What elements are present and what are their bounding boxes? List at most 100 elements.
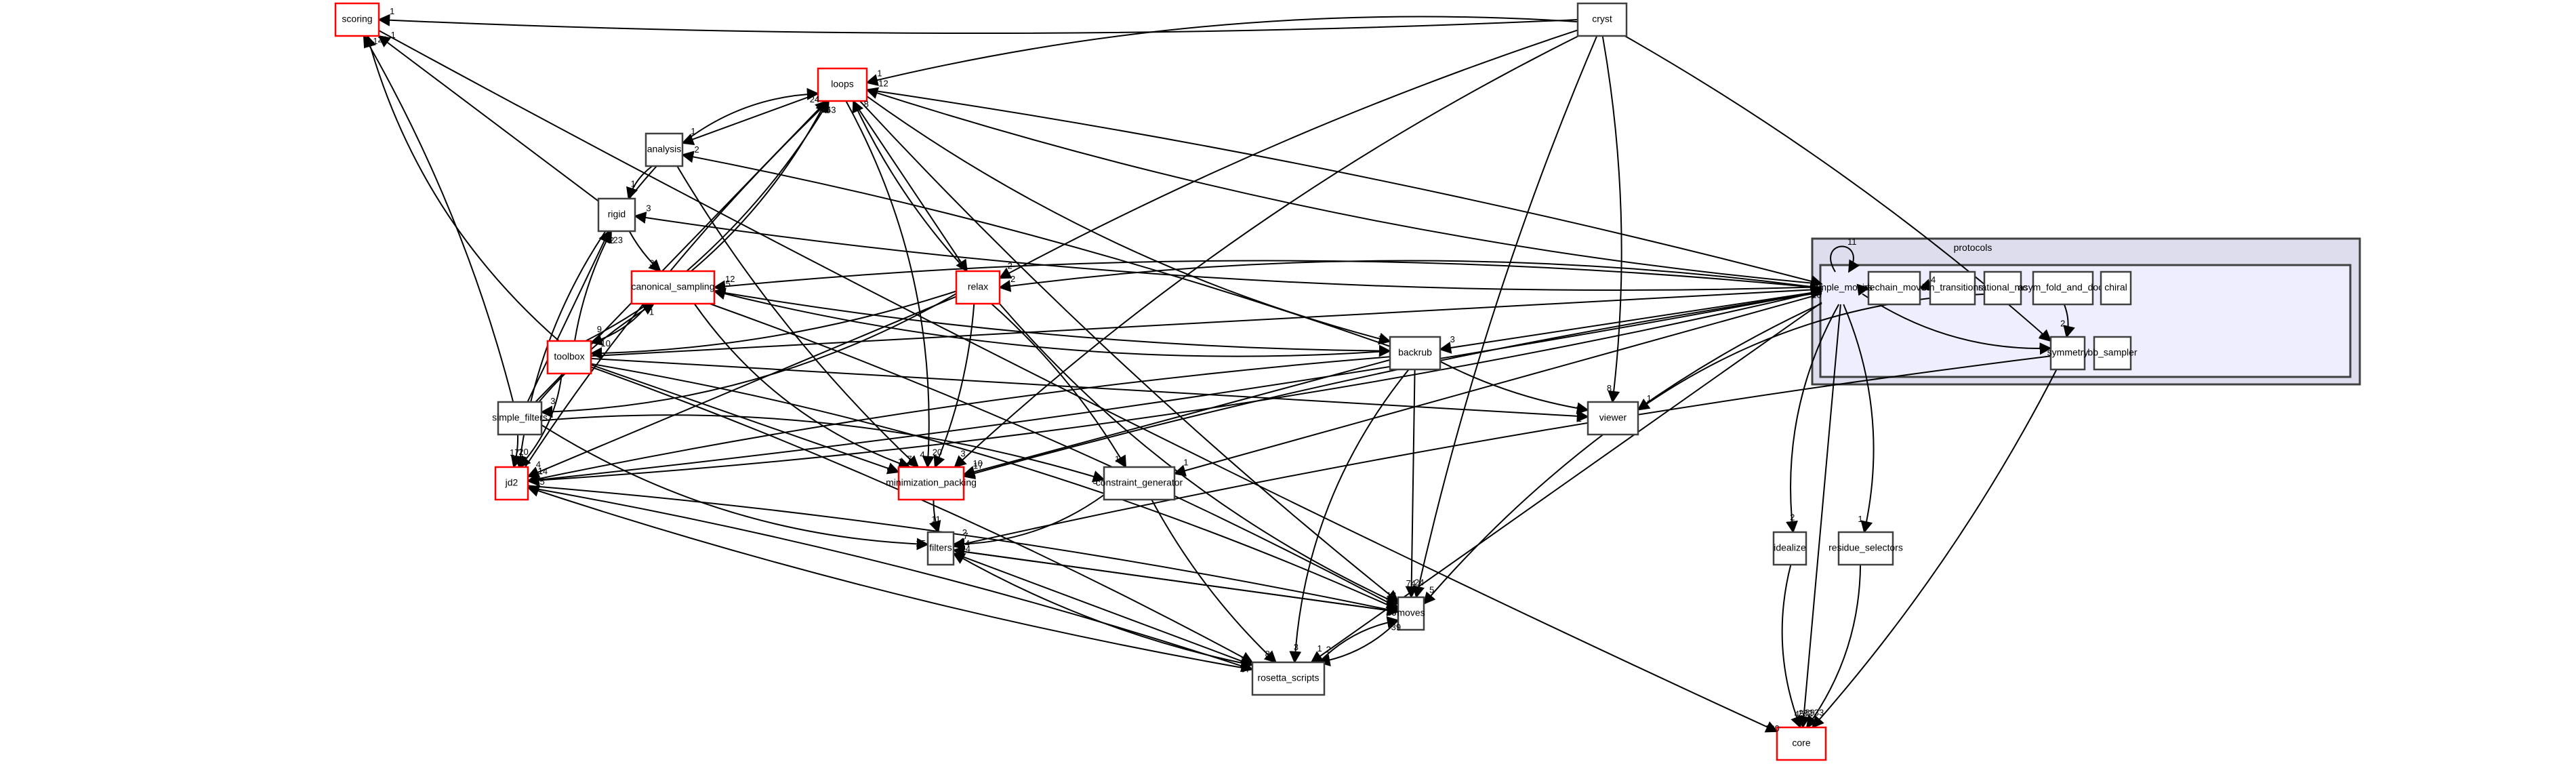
edge-rigid-to-scoring[interactable] bbox=[377, 35, 599, 202]
node-moves[interactable]: moves bbox=[1397, 596, 1425, 631]
edge-label-filters-to-moves[interactable]: 65 bbox=[1387, 607, 1396, 618]
edge-toolbox-to-rigid[interactable] bbox=[574, 230, 612, 342]
edge-rigid-to-canonical_sampling[interactable] bbox=[628, 230, 661, 273]
edge-label-loops-to-backrub[interactable]: 1 bbox=[1378, 334, 1383, 344]
node-label[interactable]: backrub bbox=[1398, 347, 1432, 358]
edge-simple_moves-to-idealize[interactable] bbox=[1786, 304, 1840, 534]
edge-loops-to-relax[interactable] bbox=[853, 100, 968, 273]
edge-relax-to-moves[interactable] bbox=[999, 303, 1399, 605]
node-relax[interactable]: relax bbox=[955, 270, 1001, 305]
node-label[interactable]: viewer bbox=[1599, 412, 1627, 423]
node-box[interactable] bbox=[1251, 661, 1326, 696]
edge-label-loops-to-minimization_packing[interactable]: 4 bbox=[920, 449, 924, 460]
edge-label-filters-to-rosetta_scripts[interactable]: 1 bbox=[1240, 658, 1245, 668]
edge-label-simple_moves-to-minimization_packing[interactable]: 17 bbox=[973, 461, 983, 471]
node-label[interactable]: chiral bbox=[2104, 282, 2127, 293]
node-box[interactable] bbox=[1837, 531, 1894, 566]
edge-label-analysis-to-loops[interactable]: 24 bbox=[810, 94, 819, 104]
node-idealize[interactable]: idealize bbox=[1772, 531, 1807, 566]
edge-label-minimization_packing-to-filters[interactable]: 11 bbox=[931, 514, 941, 524]
edge-label-simple_filters-to-scoring[interactable]: 1 bbox=[373, 36, 377, 46]
edge-label-moves-to-filters[interactable]: 4 bbox=[965, 538, 970, 548]
node-box[interactable] bbox=[2100, 270, 2132, 306]
edge-backrub-to-viewer[interactable] bbox=[1439, 361, 1589, 415]
edge-constraint_generator-to-rosetta_scripts[interactable] bbox=[1151, 499, 1277, 664]
edge-label-simple_filters-to-filters[interactable]: 25 bbox=[916, 538, 925, 548]
node-label[interactable]: jd2 bbox=[505, 477, 518, 488]
edge-label-cryst-to-moves[interactable]: 24 bbox=[1414, 577, 1424, 587]
node-box[interactable] bbox=[334, 2, 380, 37]
edge-cryst-to-scoring[interactable] bbox=[377, 14, 1578, 34]
node-filters[interactable]: filters bbox=[926, 531, 955, 566]
edge-loops-to-minimization_packing[interactable] bbox=[845, 100, 935, 468]
node-box[interactable] bbox=[1576, 2, 1628, 37]
edge-label-jd2-to-rosetta_scripts[interactable]: 57 bbox=[1241, 664, 1250, 675]
edge-scoring-to-core[interactable] bbox=[378, 30, 1778, 733]
edge-label-backrub-to-moves[interactable]: 74 bbox=[1406, 578, 1416, 588]
edge-label-canonical_sampling-to-loops[interactable]: 5 bbox=[826, 104, 831, 115]
edge-label-relax-to-constraint_generator[interactable]: 1 bbox=[1115, 454, 1120, 464]
node-box[interactable] bbox=[497, 401, 543, 436]
edge-relax-to-minimization_packing[interactable] bbox=[933, 303, 975, 468]
edge-label-simple_filters-to-canonical_sampling[interactable]: 1 bbox=[649, 307, 654, 317]
edge-label-rigid-to-scoring[interactable]: 1 bbox=[391, 30, 396, 40]
edge-label-simple_filters-to-rigid[interactable]: 2 bbox=[609, 235, 614, 245]
node-label[interactable]: minimization_packing bbox=[886, 477, 977, 488]
node-label[interactable]: rigid bbox=[608, 209, 626, 220]
edge-asym_fold_and_dock-to-symmetry[interactable] bbox=[2063, 304, 2075, 338]
node-label[interactable]: relax bbox=[968, 281, 988, 292]
node-label[interactable]: core bbox=[1792, 738, 1810, 748]
node-label[interactable]: sidechain_moves bbox=[1858, 282, 1931, 293]
edge-cryst-to-relax[interactable] bbox=[998, 29, 1578, 279]
edge-residue_selectors-to-core[interactable] bbox=[1805, 564, 1862, 729]
node-symmetry[interactable]: symmetry bbox=[2047, 336, 2089, 371]
edge-simple_moves-to-jd2[interactable] bbox=[527, 290, 1822, 487]
node-minimization-packing[interactable]: minimization_packing bbox=[886, 466, 977, 501]
edge-backrub-to-rosetta_scripts[interactable] bbox=[1289, 369, 1410, 664]
edge-relax-to-toolbox[interactable] bbox=[590, 290, 957, 360]
edge-label-analysis-to-jd2[interactable]: 1 bbox=[518, 447, 523, 457]
edge-toolbox-to-moves[interactable] bbox=[590, 363, 1399, 611]
node-label[interactable]: filters bbox=[929, 542, 952, 553]
node-scoring[interactable]: scoring bbox=[334, 2, 380, 37]
edge-label-relax-to-loops[interactable]: 8 bbox=[864, 99, 869, 109]
edge-jd2-to-rosetta_scripts[interactable] bbox=[527, 487, 1254, 672]
edge-label-relax-to-moves[interactable]: 39 bbox=[1386, 594, 1395, 604]
node-label[interactable]: scoring bbox=[342, 14, 372, 24]
edge-backrub-to-analysis[interactable] bbox=[681, 150, 1391, 347]
edge-loops-to-backrub[interactable] bbox=[866, 96, 1391, 345]
node-label[interactable]: simple_moves bbox=[1812, 282, 1872, 293]
node-label[interactable]: symmetry bbox=[2047, 347, 2089, 358]
node-bb-sampler[interactable]: bb_sampler bbox=[2087, 336, 2138, 371]
edge-label-backrub-to-jd2[interactable]: 14 bbox=[538, 466, 548, 476]
edge-label-loops-to-moves[interactable]: 13 bbox=[1387, 590, 1396, 600]
edge-toolbox-to-rosetta_scripts[interactable] bbox=[590, 366, 1254, 664]
edge-analysis-to-rigid[interactable] bbox=[626, 165, 653, 200]
edge-simple_moves-to-simple_moves[interactable] bbox=[1830, 245, 1860, 273]
edge-analysis-to-loops[interactable] bbox=[682, 87, 819, 144]
node-rational-mc[interactable]: rational_mc bbox=[1978, 270, 2027, 306]
node-label[interactable]: analysis bbox=[647, 144, 682, 155]
edge-label-canonical_sampling-to-minimization_packing[interactable]: 1 bbox=[898, 457, 903, 467]
edge-label-simple_moves-to-relax[interactable]: 2 bbox=[1010, 274, 1015, 284]
edge-label-simple_moves-to-rigid[interactable]: 3 bbox=[646, 203, 651, 214]
edge-label-simple_filters-to-jd2[interactable]: 17 bbox=[510, 447, 519, 458]
node-toolbox[interactable]: toolbox bbox=[546, 340, 592, 375]
edge-label-toolbox-to-scoring[interactable]: 21 bbox=[377, 34, 387, 44]
node-viewer[interactable]: viewer bbox=[1587, 401, 1639, 436]
edge-backrub-to-jd2[interactable] bbox=[527, 356, 1391, 485]
node-box[interactable] bbox=[897, 466, 965, 501]
node-canonical-sampling[interactable]: canonical_sampling bbox=[630, 270, 716, 305]
edge-label-backrub-to-viewer[interactable]: 1 bbox=[1576, 403, 1580, 414]
node-asym-fold-and-dock[interactable]: asym_fold_and_dock bbox=[2018, 270, 2108, 306]
edge-label-constraint_generator-to-filters[interactable]: 2 bbox=[962, 527, 967, 538]
edge-simple_moves-to-rosetta_scripts[interactable] bbox=[1310, 302, 1822, 664]
node-box[interactable] bbox=[1103, 466, 1176, 501]
node-core[interactable]: core bbox=[1776, 726, 1827, 761]
edge-label-jd2-to-simple_moves[interactable]: 20 bbox=[1812, 290, 1821, 300]
edge-label-rosetta_scripts-to-jd2[interactable]: 5 bbox=[540, 477, 545, 487]
node-box[interactable] bbox=[2049, 336, 2086, 371]
edge-label-cryst-to-scoring[interactable]: 1 bbox=[390, 6, 394, 16]
node-label[interactable]: idealize bbox=[1774, 542, 1806, 553]
edge-label-bin_transitions-to-sidechain_moves[interactable]: 4 bbox=[1931, 275, 1936, 285]
